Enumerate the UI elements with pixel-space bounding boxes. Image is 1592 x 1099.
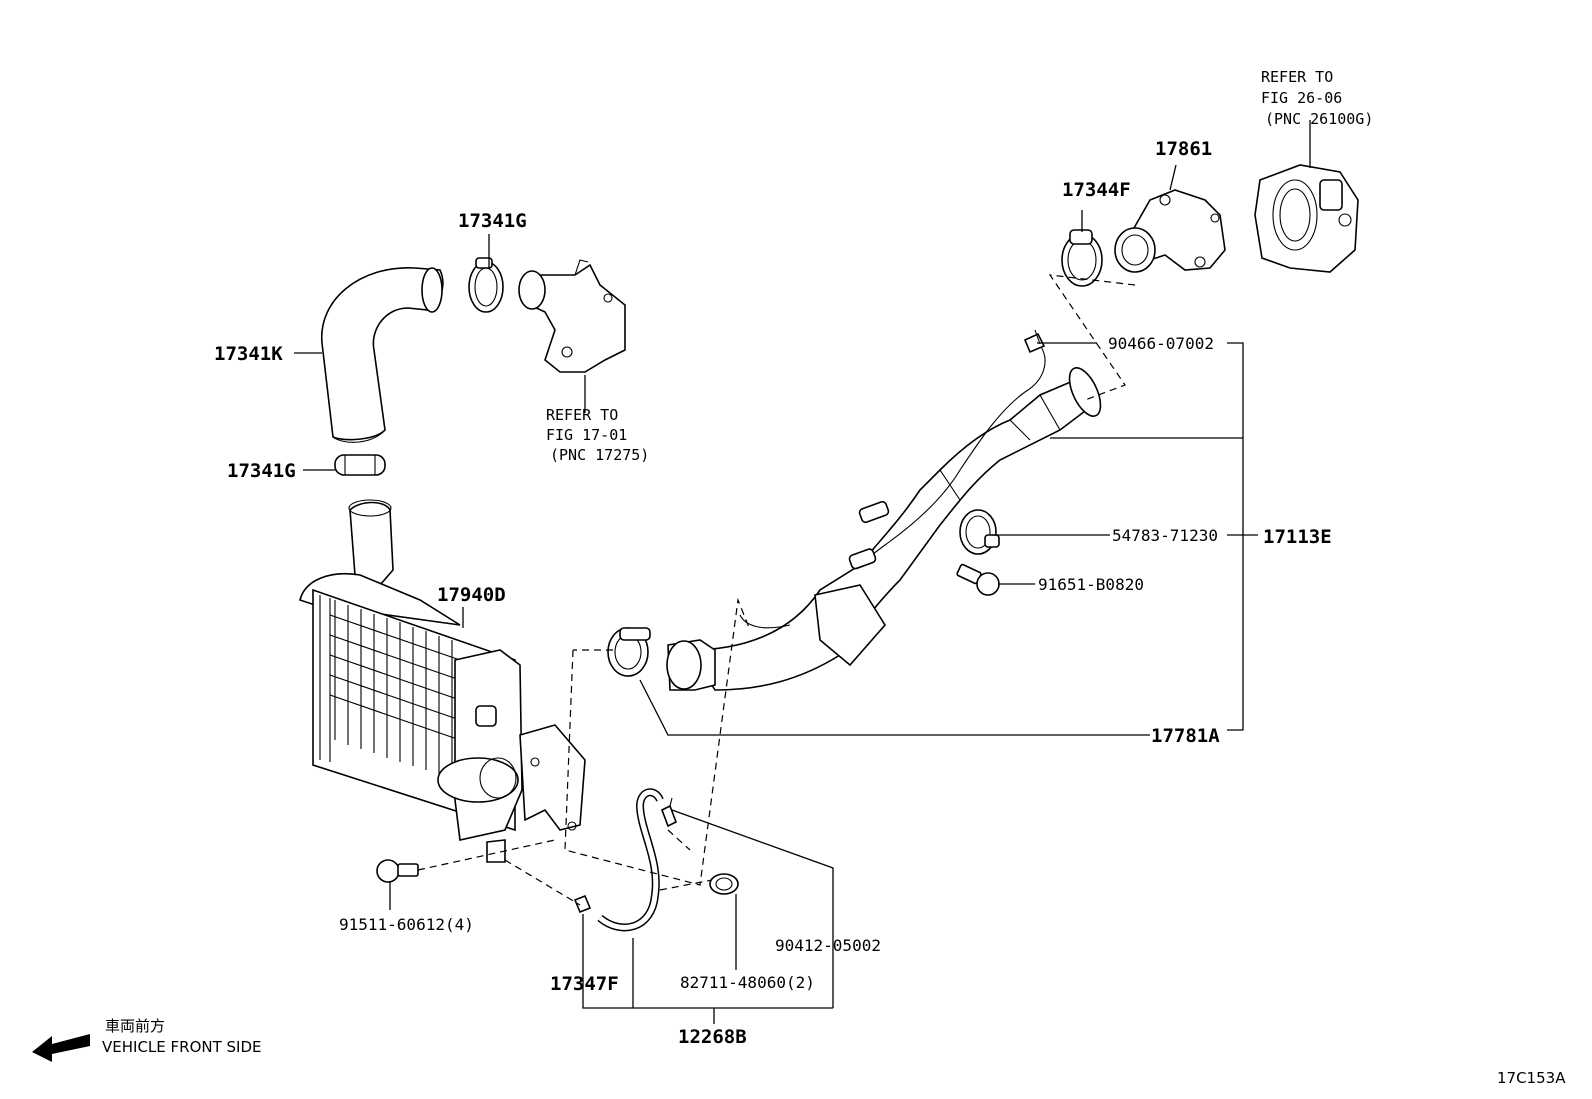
intercooler-fins: [329, 600, 461, 778]
ref2-line3: (PNC 26100G): [1265, 110, 1373, 128]
label-17341G-bottom: 17341G: [227, 460, 296, 482]
intake-elbow-drawing: [518, 259, 626, 373]
label-82711-48060: 82711-48060(2): [680, 973, 815, 992]
reference-note-fig-17-01: REFER TO FIG 17-01 (PNC 17275): [546, 406, 649, 464]
label-17940D: 17940D: [437, 584, 506, 606]
label-17113E: 17113E: [1263, 526, 1332, 548]
label-17347F: 17347F: [550, 973, 619, 995]
ref2-line2: FIG 26-06: [1261, 89, 1342, 107]
adapter-17861-drawing: [1114, 189, 1226, 273]
leader-lines: [294, 120, 1311, 1024]
clip-17347F-drawing: [573, 894, 592, 914]
hose-17341K-drawing: [321, 267, 444, 443]
clamp-17341G-top-drawing: [468, 257, 504, 313]
label-17781A: 17781A: [1151, 725, 1220, 747]
label-90466-07002: 90466-07002: [1108, 334, 1214, 353]
clamp-near-pipe-drawing: [607, 627, 651, 677]
ref2-line1: REFER TO: [1261, 68, 1333, 86]
clamp-17341G-bottom-drawing: [334, 454, 386, 476]
intercooler-17940D-drawing: [299, 499, 586, 863]
label-17861: 17861: [1155, 138, 1212, 160]
throttle-body-drawing: [1254, 164, 1359, 273]
fitting-90412-drawing: [660, 797, 678, 828]
clip-82711-drawing: [709, 873, 739, 895]
label-17341G-top: 17341G: [458, 210, 527, 232]
clip-90466-drawing: [1023, 329, 1046, 354]
arrow-left-icon: [32, 1034, 90, 1062]
label-54783-71230: 54783-71230: [1112, 526, 1218, 545]
label-91651-B0820: 91651-B0820: [1038, 575, 1144, 594]
label-17341K: 17341K: [214, 343, 283, 365]
ref1-line1: REFER TO: [546, 406, 618, 424]
label-91511-60612: 91511-60612(4): [339, 915, 474, 934]
legend-japanese: 車両前方: [105, 1017, 165, 1035]
part-labels: 17341G 17341K 17341G 17940D 17344F 17861…: [214, 138, 1332, 1048]
label-12268B: 12268B: [678, 1026, 747, 1048]
label-17344F: 17344F: [1062, 179, 1131, 201]
intake-pipe-17781A-drawing: [688, 344, 1102, 691]
bolt-91511-drawing: [376, 859, 419, 883]
label-90412-05002: 90412-05002: [775, 936, 881, 955]
legend-english: VEHICLE FRONT SIDE: [102, 1038, 262, 1056]
vehicle-front-legend: 車両前方 VEHICLE FRONT SIDE: [32, 1017, 262, 1062]
dashed-assembly-lines: [417, 274, 1136, 906]
bolt-91651-drawing: [956, 563, 1000, 596]
clamp-17344F-drawing: [1061, 229, 1103, 287]
clamp-54783-drawing: [959, 509, 1000, 555]
figure-id: 17C153A: [1497, 1069, 1566, 1087]
vacuum-hose-12268B-drawing: [597, 788, 664, 932]
sleeve-hose-drawing: [666, 639, 716, 691]
ref1-line2: FIG 17-01: [546, 426, 627, 444]
reference-note-fig-26-06: REFER TO FIG 26-06 (PNC 26100G): [1261, 68, 1373, 128]
ref1-line3: (PNC 17275): [550, 446, 649, 464]
